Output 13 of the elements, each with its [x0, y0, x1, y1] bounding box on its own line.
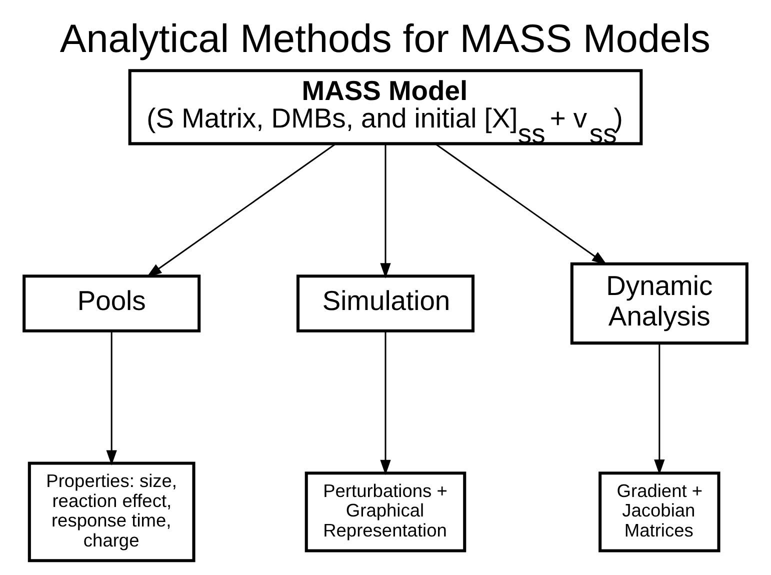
arrow [146, 144, 336, 278]
arrow [654, 343, 665, 475]
arrow [106, 331, 117, 466]
node-box: Pools [22, 274, 201, 332]
arrow [380, 144, 391, 278]
node-box: Perturbations + Graphical Representation [304, 472, 466, 552]
diagram-title: Analytical Methods for MASS Models [60, 17, 710, 62]
node-box: Dynamic Analysis [570, 262, 748, 345]
arrow [435, 144, 608, 266]
node-box: Simulation [296, 274, 475, 332]
node-box: Gradient + Jacobian Matrices [598, 472, 720, 552]
node-box: Properties: size, reaction effect, response time, charge [28, 462, 196, 562]
arrow [380, 331, 391, 476]
